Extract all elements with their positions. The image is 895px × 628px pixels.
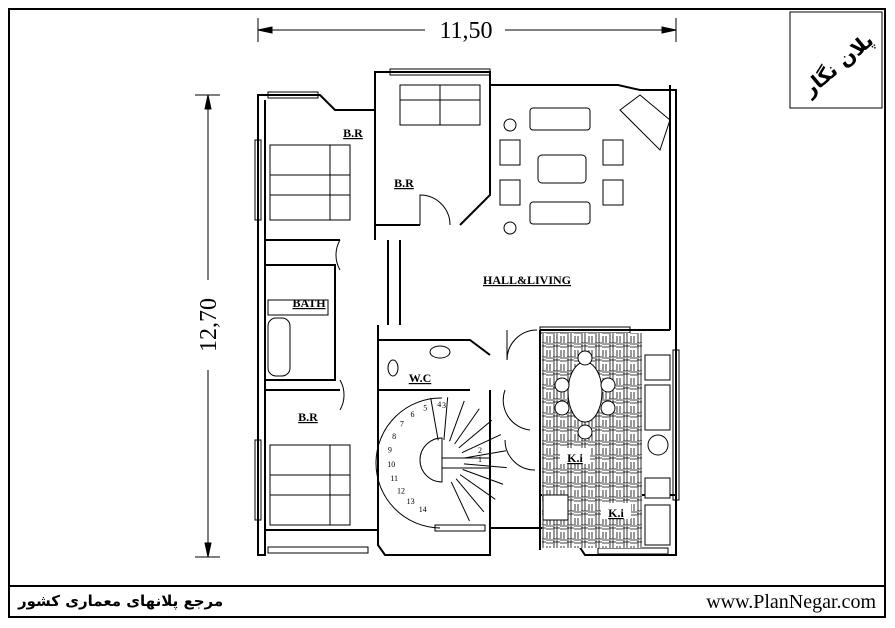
stair-tread [462,469,504,485]
stair-tread [463,450,507,459]
room-label-hall-living: HALL&LIVING [483,273,571,287]
stair-tread [450,481,470,522]
living-furniture [499,94,671,235]
bed-bottom-left [269,444,351,526]
bed-top-left [269,144,351,221]
stair-tread [459,474,496,500]
room-label-bedroom-top-center: B.R [394,176,414,190]
room-label-bath: BATH [292,296,326,310]
walls [257,71,677,556]
stair-step-number: 5 [423,403,427,412]
bed-top-center [399,84,481,126]
room-label-bedroom-bottom-left: B.R [298,410,318,424]
stair-step-number: 1 [478,455,482,464]
stair-step-number: 10 [387,460,395,469]
stair-tread [463,463,507,469]
website-link[interactable]: www.PlanNegar.com [706,591,876,613]
stair-tread [454,408,480,445]
width-dimension [257,18,677,42]
stair-step-number: 12 [397,487,405,496]
kitchen-counter [542,354,671,546]
stair-tread [461,434,502,454]
stair-step-number: 7 [400,420,404,429]
stair-tread [449,400,465,442]
plannegar-logo: پلان نگار [789,11,883,109]
room-label-wc: W.C [409,371,432,385]
stair-tread [443,397,449,441]
stair-tread [458,419,493,449]
stair-step-number: 3 [442,401,446,410]
height-dimension [195,94,220,558]
footer-tagline: مرجع پلانهای معماری کشور [18,592,224,610]
dining-table [554,350,616,440]
room-label-bedroom-top-left: B.R [343,126,363,140]
width-label: 11,50 [439,18,492,44]
height-label: 12,70 [196,298,222,352]
stair-tread [430,397,439,441]
stair-step-number: 2 [478,446,482,455]
stair-step-number: 13 [407,497,415,506]
room-label-kitchen-small: K.i [608,506,624,520]
bath-fixtures [267,299,451,377]
drawing-frame [8,8,886,618]
stair-step-number: 11 [390,474,398,483]
footer-bar: مرجع پلانهای معماری کشور www.PlanNegar.c… [10,585,884,616]
stair-step-number: 4 [437,400,441,409]
room-label-kitchen-main: K.i [567,451,583,465]
doors [335,194,538,471]
stair-step-number: 9 [388,445,392,454]
stair-step-number: 6 [410,410,414,419]
stair-step-number: 14 [419,505,427,514]
stair-step-number: 8 [392,432,396,441]
stair-tread [455,478,485,513]
